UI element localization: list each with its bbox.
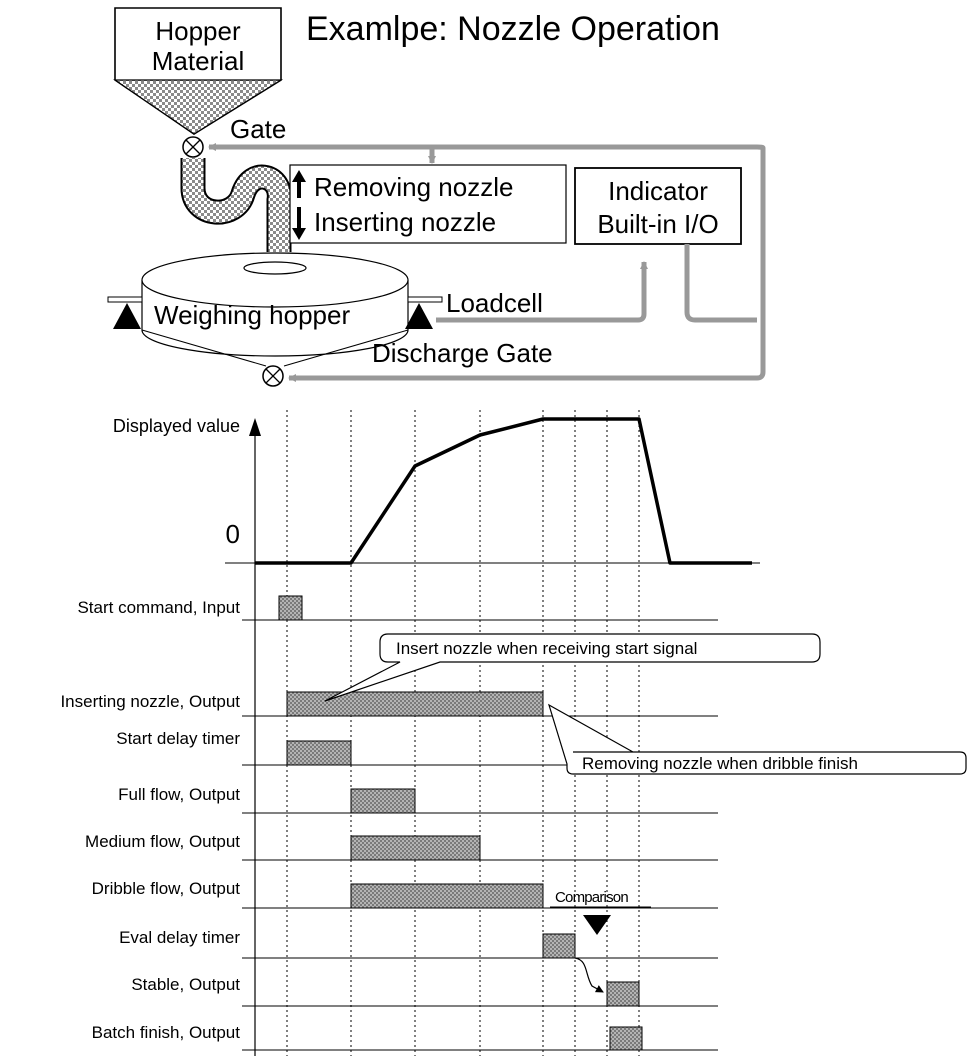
comparison-triangle-icon <box>583 915 611 935</box>
hopper-label-line2: Material <box>152 46 244 76</box>
hopper-label-line1: Hopper <box>155 16 241 46</box>
eval-to-stable-arrow <box>574 957 604 993</box>
loadcell-label: Loadcell <box>446 288 543 318</box>
signal-row-full-flow: Full flow, Output <box>118 785 718 814</box>
signal-pulse <box>278 595 303 621</box>
comparison-marker: Comparison <box>550 889 651 935</box>
signal-label: Inserting nozzle, Output <box>60 692 240 711</box>
signal-rows: Start command, Input Inserting nozzle, O… <box>60 595 718 1051</box>
y-axis-label: Displayed value <box>113 416 240 436</box>
signal-row-dribble-flow: Dribble flow, Output <box>92 879 718 909</box>
signal-pulse <box>286 740 352 766</box>
callout-removing-nozzle: Removing nozzle when dribble finish <box>547 703 967 775</box>
signal-label: Stable, Output <box>131 975 240 994</box>
signal-label: Batch finish, Output <box>92 1023 241 1042</box>
y-axis-arrow-icon <box>249 418 261 436</box>
signal-row-start-delay-timer: Start delay timer <box>116 729 718 766</box>
signal-pulse <box>542 933 576 959</box>
signal-label: Medium flow, Output <box>85 832 240 851</box>
indicator-label-line2: Built-in I/O <box>597 209 718 239</box>
comparison-label: Comparison <box>555 889 628 906</box>
zero-label: 0 <box>226 519 240 549</box>
right-loadcell-icon <box>405 296 443 329</box>
arrow-down-icon <box>292 207 306 240</box>
signal-label: Start command, Input <box>77 598 240 617</box>
signal-row-eval-delay-timer: Eval delay timer <box>119 928 718 959</box>
signal-row-batch-finish: Batch finish, Output <box>92 1023 718 1051</box>
signal-pulse <box>606 981 640 1007</box>
weighing-hopper-label: Weighing hopper <box>154 300 350 330</box>
weighing-hopper: Weighing hopper <box>141 252 409 367</box>
signal-label: Start delay timer <box>116 729 240 748</box>
gate-label: Gate <box>230 114 286 144</box>
signal-label: Dribble flow, Output <box>92 879 241 898</box>
callout-remove-text: Removing nozzle when dribble finish <box>582 754 858 773</box>
displayed-value-curve <box>255 417 752 565</box>
signal-row-stable: Stable, Output <box>131 975 718 1007</box>
callout-insert-nozzle: Insert nozzle when receiving start signa… <box>324 633 821 702</box>
signal-pulse <box>350 788 416 814</box>
inserting-nozzle-label: Inserting nozzle <box>314 207 496 237</box>
discharge-gate-valve-icon <box>262 365 284 387</box>
hopper-material: Hopper Material <box>113 7 284 135</box>
discharge-gate-label: Discharge Gate <box>372 338 553 368</box>
nozzle-movement-box <box>289 164 567 244</box>
signal-pulse <box>350 835 481 861</box>
diagram-title: Examlpe: Nozzle Operation <box>306 10 720 48</box>
removing-nozzle-label: Removing nozzle <box>314 172 513 202</box>
signal-row-start-command: Start command, Input <box>77 595 718 621</box>
signal-pulse <box>609 1026 643 1051</box>
gate-valve-icon <box>182 136 204 158</box>
signal-label: Eval delay timer <box>119 928 240 947</box>
signal-pulse <box>350 883 544 909</box>
signal-row-medium-flow: Medium flow, Output <box>85 832 718 861</box>
arrow-up-icon <box>292 170 306 198</box>
signal-label: Full flow, Output <box>118 785 240 804</box>
signal-pulse <box>286 691 544 717</box>
callout-insert-text: Insert nozzle when receiving start signa… <box>396 639 697 658</box>
indicator-label-line1: Indicator <box>608 176 708 206</box>
signal-row-inserting-nozzle: Inserting nozzle, Output <box>60 691 718 717</box>
indicator-box <box>574 167 742 245</box>
control-wiring <box>208 143 766 382</box>
left-loadcell-icon <box>107 296 143 329</box>
